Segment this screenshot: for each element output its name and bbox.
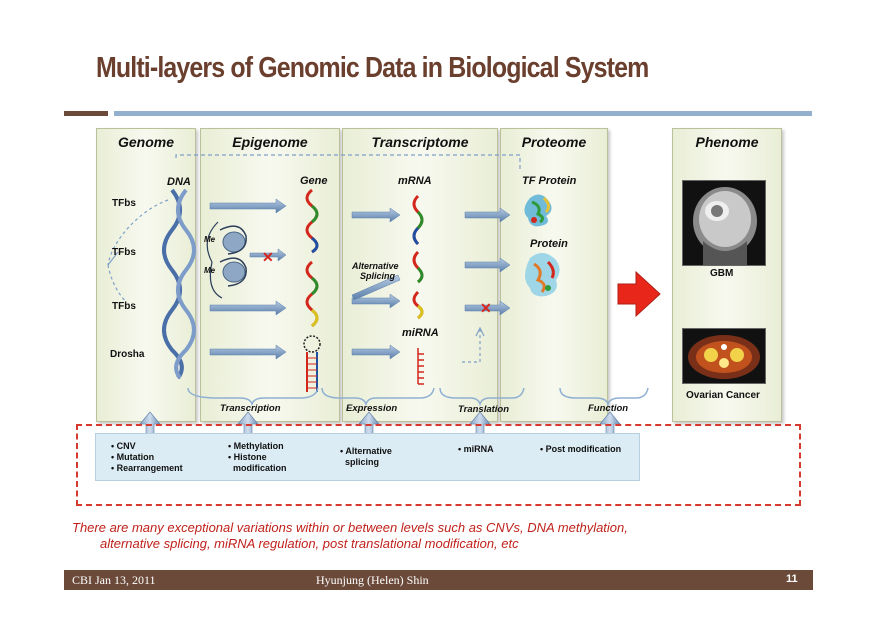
variation-item: • miRNA [458,444,494,454]
protein-label: Protein [530,238,568,250]
phenotype-arrow-icon [617,270,661,318]
nucleosome-icon-1 [206,221,247,263]
epigenome-variations: • Methylation • Histone modification [228,441,287,474]
variation-item: • Methylation [228,441,284,451]
brace-function [559,387,649,407]
mirna-variations: • miRNA [458,444,494,455]
alt-splicing-label-2: Splicing [360,271,396,281]
tfbs-label-3: TFbs [112,301,136,312]
dna-label: DNA [167,176,191,188]
gbm-label: GBM [710,268,734,279]
brace-translation [439,387,525,407]
slide-title: Multi-layers of Genomic Data in Biologic… [96,52,649,84]
proteome-variations: • Post modification [540,444,621,455]
ct-scan-image [682,328,766,384]
transcriptome-title: Transcriptome [371,134,469,150]
variation-item: • Rearrangement [111,463,183,473]
mirna-icon [417,348,424,385]
brace-transcription [187,387,319,407]
arrow-gene-3 [209,300,287,316]
function-label: Function [588,403,629,414]
variation-item: splicing [340,457,380,467]
tfbs-label-1: TFbs [112,198,136,209]
expression-label: Expression [346,403,398,414]
variation-item: • Mutation [111,452,155,462]
variation-item: • Alternative [340,446,392,456]
arrow-mrna-1 [351,207,401,223]
arrow-drosha [209,344,287,360]
block-x-icon-2: ✕ [480,300,492,316]
arrow-methylated [249,248,287,262]
page-number: 11 [786,573,798,585]
me-label-1: Me [204,235,216,244]
mri-brain-image [682,180,766,266]
transcriptome-panel: Transcriptome [342,128,498,422]
variation-item: • Post modification [540,444,622,454]
arrow-mirna [351,344,401,360]
variation-item: • CNV [111,441,136,451]
protein-icon [525,253,560,297]
arrow-splicing [351,274,401,301]
title-rule-blue [114,111,812,116]
arrow-mrna-3 [351,293,401,309]
drosha-label: Drosha [110,349,145,360]
tf-protein-label: TF Protein [522,175,577,187]
arrow-protein-1 [464,207,511,223]
arrow-protein-2 [464,257,511,273]
footer-date: CBI Jan 13, 2011 [72,573,156,587]
block-x-icon: ✕ [262,249,274,265]
translation-label: Translation [458,404,510,415]
feedback-dashed-line [175,154,521,170]
arrow-gene-1 [209,198,287,214]
transcription-label: Transcription [220,403,281,414]
genome-title: Genome [117,134,174,150]
title-rule-brown [64,111,108,116]
note-line-1: There are many exceptional variations wi… [72,520,628,535]
me-label-2: Me [204,266,216,275]
variation-item: • Histone [228,452,267,462]
ovarian-cancer-label: Ovarian Cancer [686,390,760,401]
genome-variations: • CNV • Mutation • Rearrangement [111,441,183,474]
tfbs-label-2: TFbs [112,247,136,258]
arrow-protein-3 [464,300,511,316]
mrna-label: mRNA [398,175,432,187]
brace-expression [321,387,435,407]
footer-author: Hyunjung (Helen) Shin [316,573,429,587]
variation-dashed-frame [76,424,801,506]
mirna-dashed-arrow [462,330,481,363]
phenome-title: Phenome [695,134,759,150]
hairpin-icon [303,335,321,392]
transcriptome-variations: • Alternative splicing [340,446,392,468]
note-line-2: alternative splicing, miRNA regulation, … [100,536,519,551]
nucleosome-icon-2 [209,257,247,299]
slide-footer: CBI Jan 13, 2011 Hyunjung (Helen) Shin 1… [64,570,813,590]
proteome-title: Proteome [521,134,587,150]
alt-splicing-label-1: Alternative [352,261,399,271]
variation-box [95,433,640,481]
mirna-label: miRNA [402,327,439,339]
epigenome-title: Epigenome [232,134,308,150]
variation-note: There are many exceptional variations wi… [72,520,628,552]
tfbs-dashed-arrow-2 [107,264,127,303]
gene-label: Gene [300,175,328,187]
variation-item: modification [228,463,287,473]
tf-protein-icon [524,194,552,227]
dna-helix-icon [162,188,196,380]
